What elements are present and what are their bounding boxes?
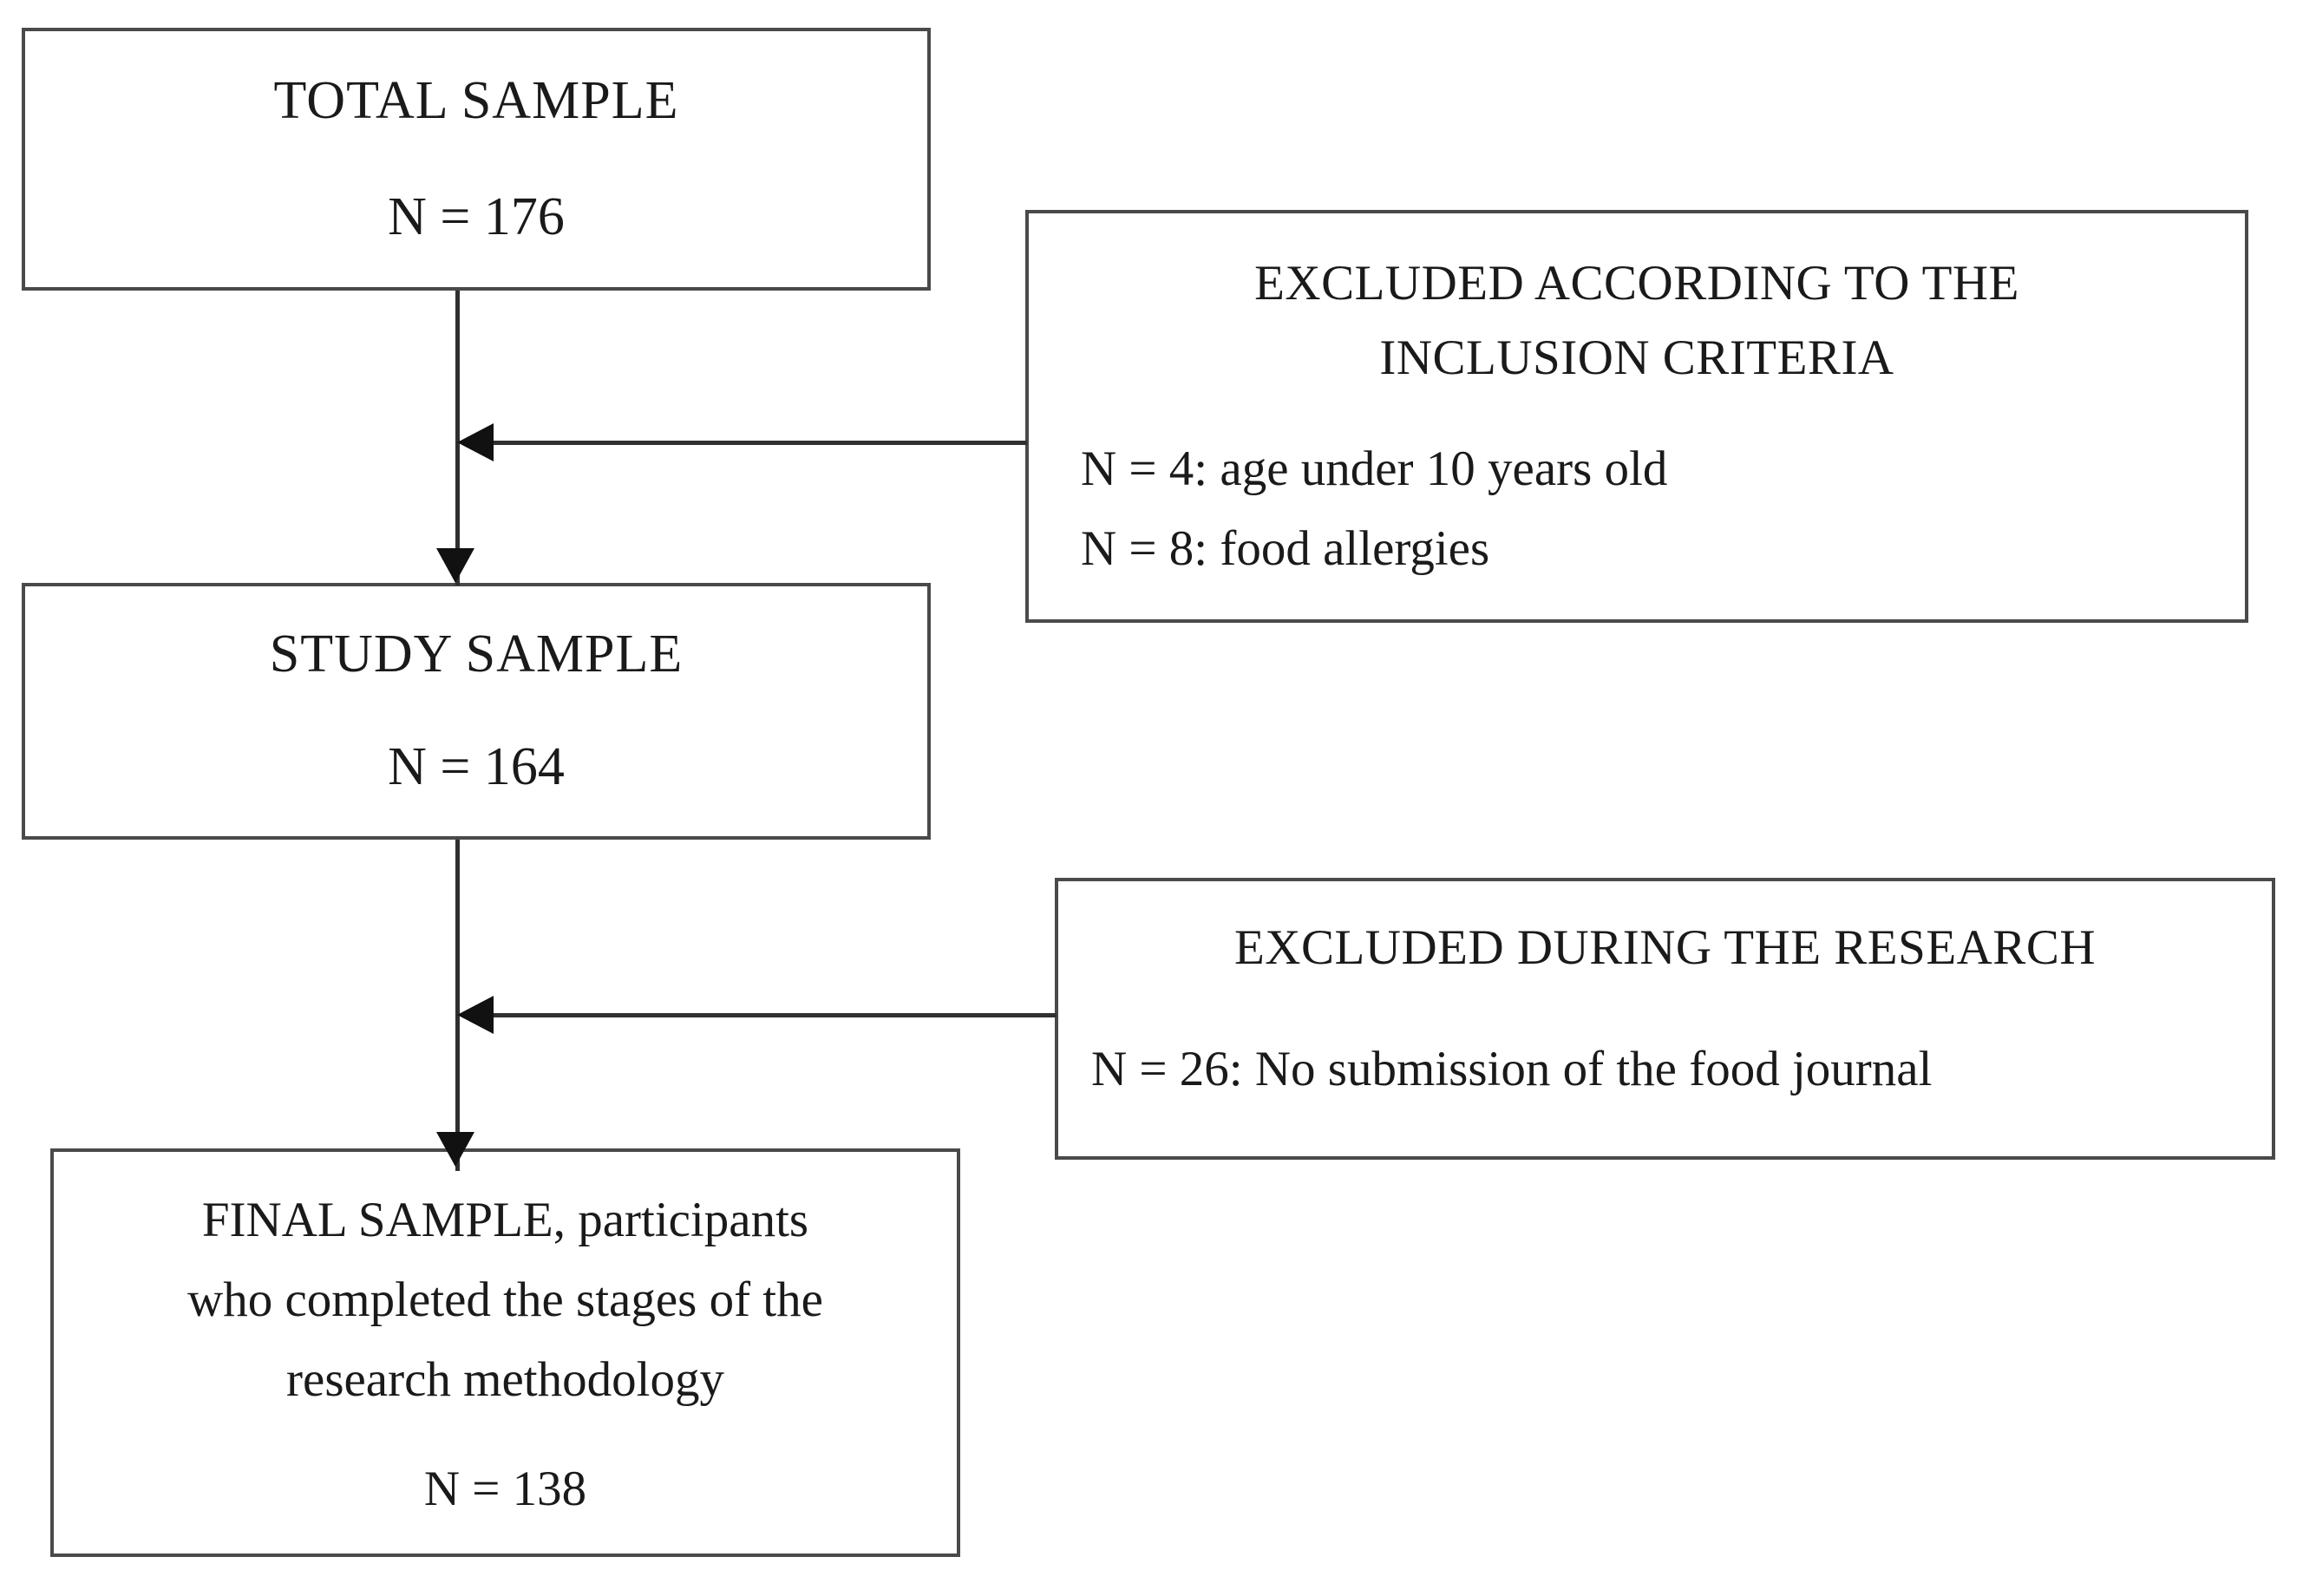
excluded-research-title: EXCLUDED DURING THE RESEARCH	[1233, 920, 2097, 975]
final-sample-line-3: research methodology	[286, 1352, 724, 1408]
excluded-criteria-detail-1: N = 4: age under 10 years old	[1081, 442, 1668, 497]
connector-criteria-to-flow-line	[479, 441, 1027, 445]
total-sample-count: N = 176	[388, 186, 565, 246]
excluded-criteria-title-line2: INCLUSION CRITERIA	[1379, 330, 1894, 386]
final-sample-line-2: who completed the stages of the	[187, 1272, 823, 1328]
node-total-sample: TOTAL SAMPLE N = 176	[22, 28, 931, 291]
study-sample-title: STUDY SAMPLE	[269, 625, 684, 684]
connector-criteria-to-flow-arrowhead-icon	[457, 423, 494, 461]
excluded-criteria-detail-2: N = 8: food allergies	[1081, 521, 1490, 577]
final-sample-count: N = 138	[423, 1462, 587, 1517]
total-sample-title: TOTAL SAMPLE	[273, 70, 679, 130]
node-final-sample: FINAL SAMPLE, participants who completed…	[50, 1148, 960, 1557]
final-sample-line-1: FINAL SAMPLE, participants	[201, 1193, 809, 1247]
study-sample-count: N = 164	[388, 737, 565, 796]
connector-research-to-flow-arrowhead-icon	[457, 996, 494, 1034]
node-excluded-inclusion-criteria: EXCLUDED ACCORDING TO THE INCLUSION CRIT…	[1025, 210, 2248, 623]
excluded-criteria-title-line1: EXCLUDED ACCORDING TO THE	[1254, 256, 2019, 311]
connector-total-to-study-arrowhead-icon	[436, 548, 474, 583]
node-excluded-during-research: EXCLUDED DURING THE RESEARCH N = 26: No …	[1055, 878, 2275, 1160]
excluded-research-detail-1: N = 26: No submission of the food journa…	[1091, 1042, 1933, 1097]
node-study-sample: STUDY SAMPLE N = 164	[22, 583, 931, 840]
connector-research-to-flow-line	[479, 1013, 1057, 1017]
connector-study-to-final-arrowhead-icon	[436, 1132, 474, 1167]
